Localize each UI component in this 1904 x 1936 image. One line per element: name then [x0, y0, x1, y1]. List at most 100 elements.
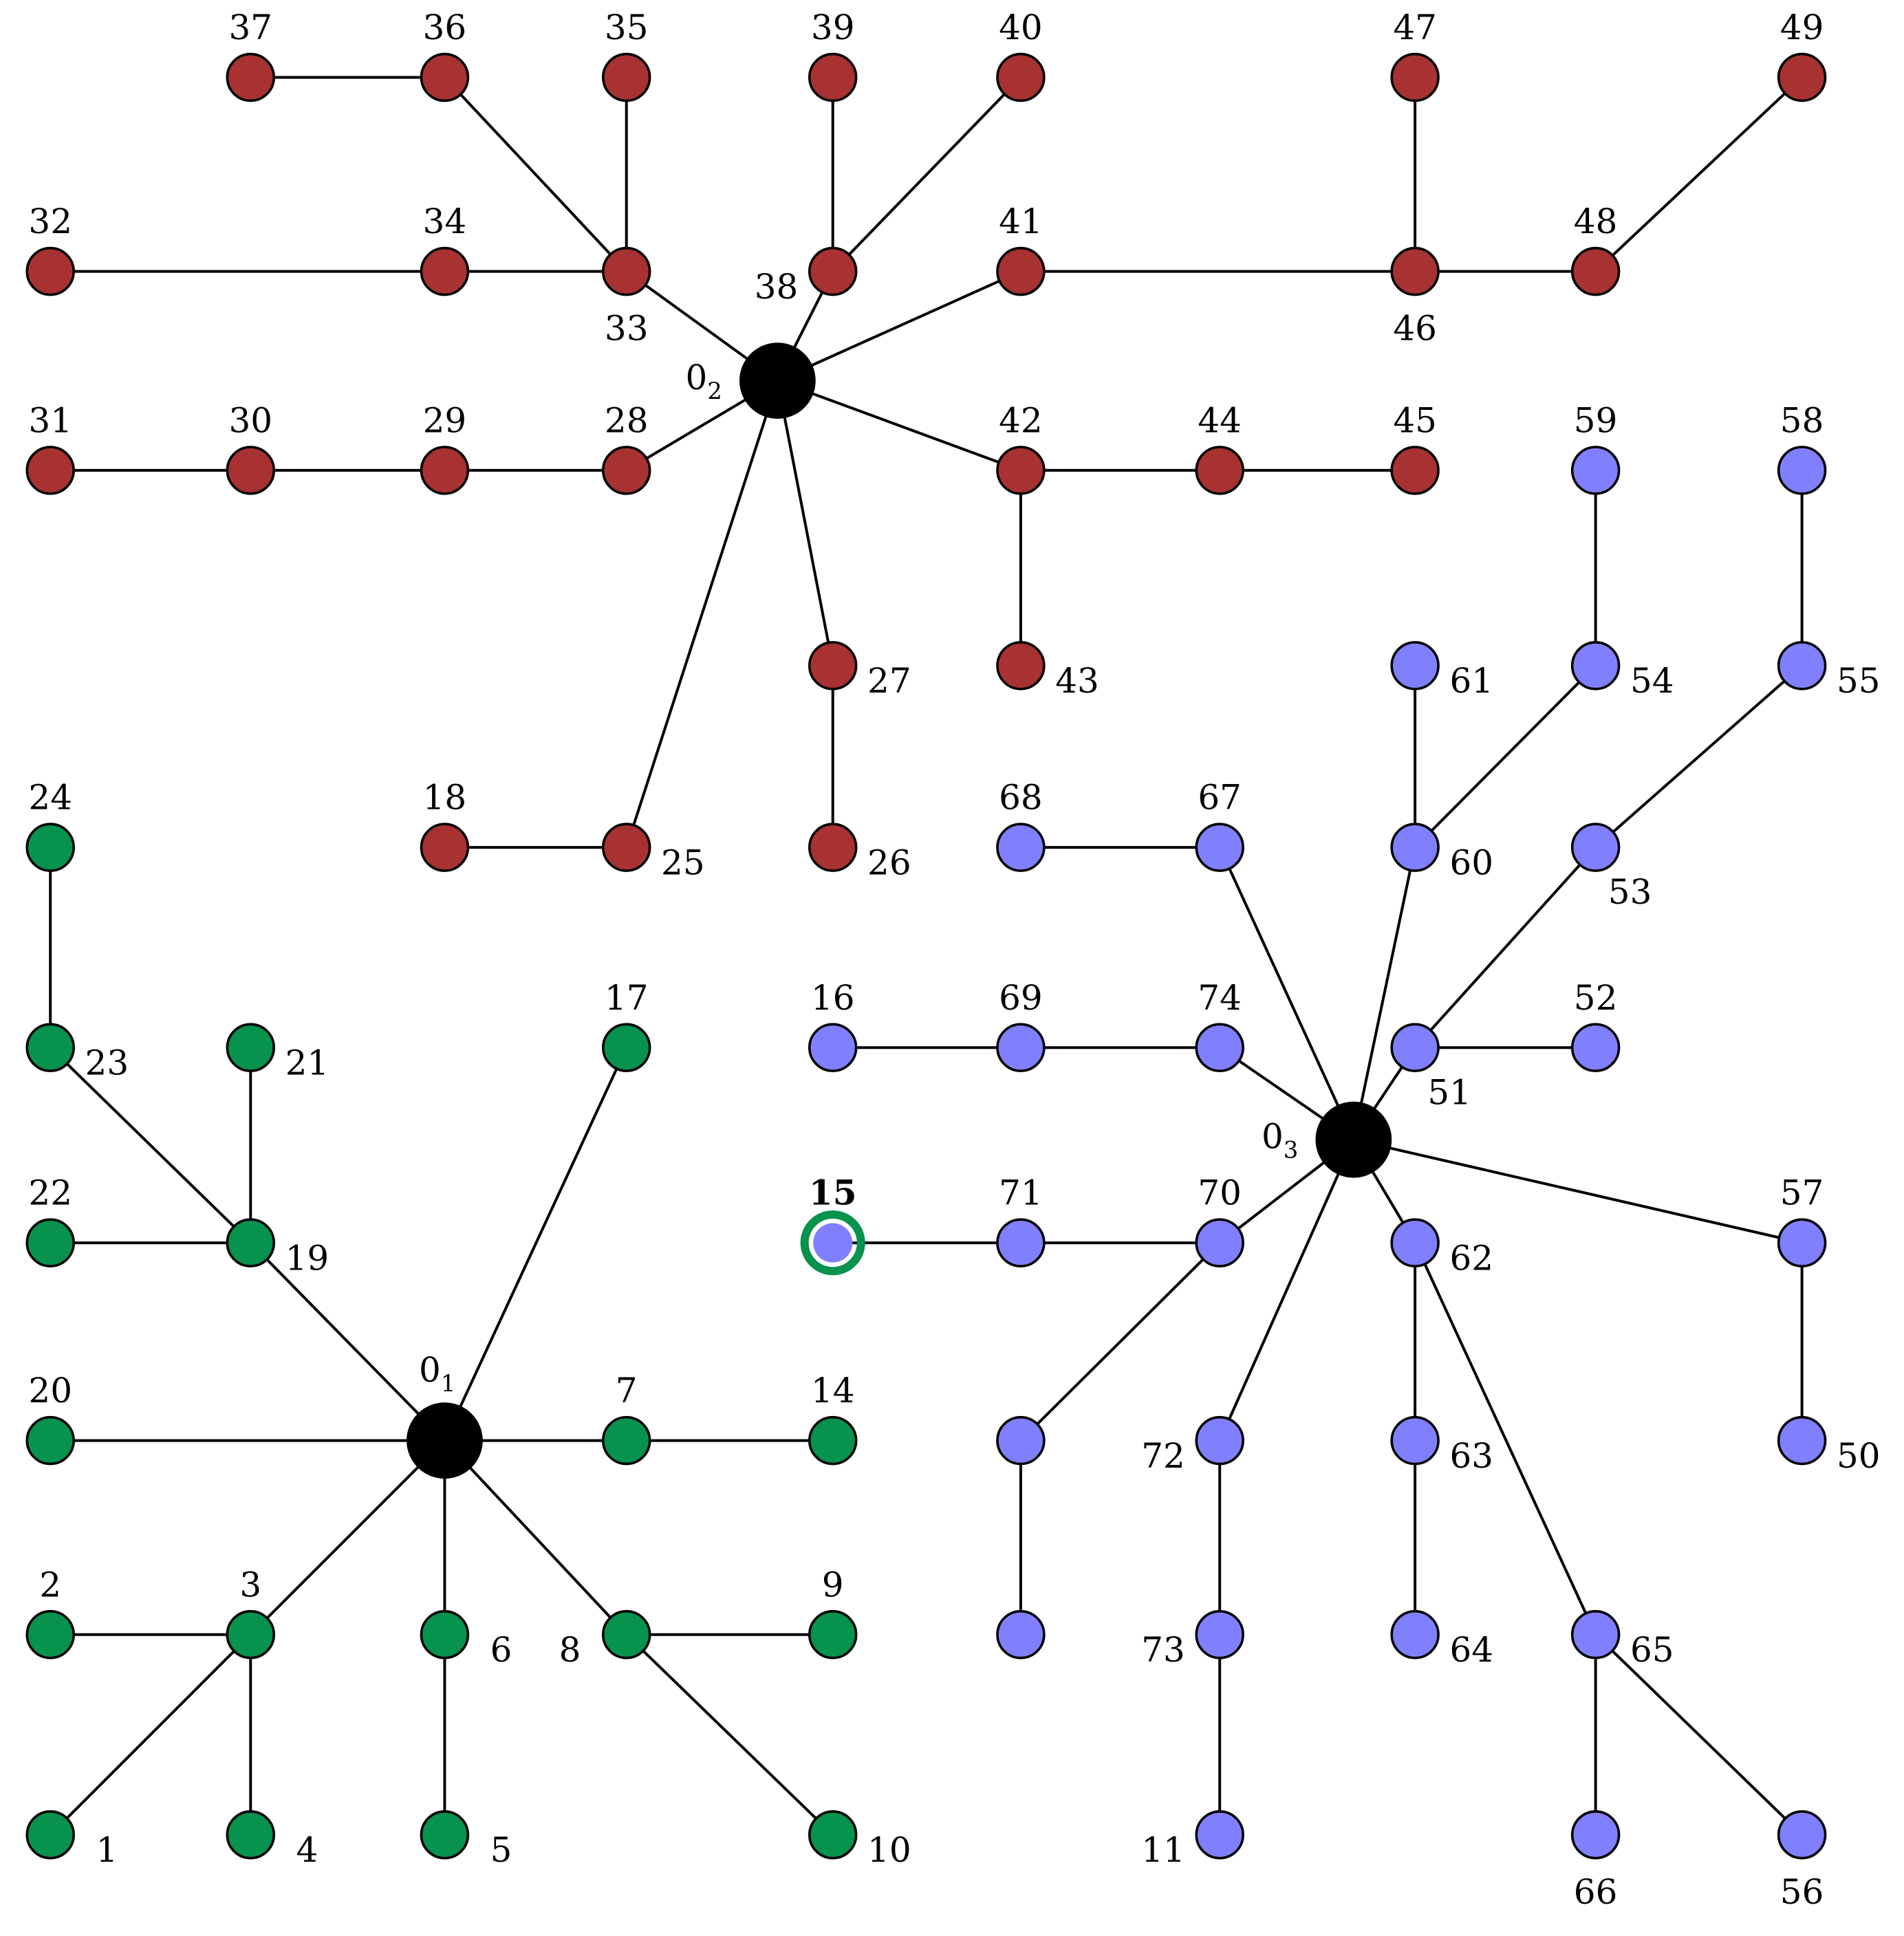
node-label: 27 — [867, 661, 911, 701]
node-label: 60 — [1449, 842, 1493, 882]
graph-node — [1570, 823, 1621, 872]
graph-node — [420, 823, 470, 872]
node-label: 53 — [1608, 872, 1652, 912]
node-label: 35 — [605, 8, 649, 47]
node-label: 19 — [285, 1238, 329, 1278]
graph-node — [1777, 1415, 1827, 1466]
node-label: 58 — [1780, 400, 1824, 440]
graph-node — [1570, 1810, 1621, 1860]
graph-node — [996, 823, 1046, 872]
edge-n62-n65 — [1414, 1242, 1597, 1635]
edge-n54-n60 — [1414, 664, 1597, 849]
node-label: 3 — [239, 1565, 261, 1605]
node-label: 55 — [1837, 661, 1881, 701]
node-label: 46 — [1393, 309, 1437, 349]
graph-node — [1390, 641, 1440, 690]
graph-node — [1570, 446, 1621, 495]
node-label: 38 — [755, 267, 799, 307]
edge-h2-n41 — [777, 270, 1021, 382]
graph-node — [601, 1023, 651, 1072]
node-label: 16 — [811, 978, 855, 1018]
node-label: 6 — [490, 1630, 512, 1670]
edge-n3-n1 — [49, 1633, 252, 1836]
node-label: 39 — [811, 8, 855, 47]
graph-node — [601, 446, 651, 495]
graph-node — [808, 1023, 858, 1072]
node-label: 4 — [296, 1830, 318, 1870]
edge-n67-h3 — [1218, 847, 1355, 1140]
graph-node — [808, 641, 858, 690]
graph-node — [25, 1218, 75, 1268]
graph-node — [996, 446, 1046, 495]
node-label: 26 — [867, 842, 911, 882]
edge-h3-n72 — [1218, 1139, 1355, 1442]
node-label: 5 — [490, 1830, 512, 1870]
node-label: 73 — [1141, 1630, 1185, 1670]
graph-node — [1570, 1023, 1621, 1072]
graph-node — [601, 1415, 651, 1466]
hub-node — [739, 342, 816, 419]
graph-node — [996, 1415, 1046, 1466]
graph-node — [420, 1810, 470, 1860]
graph-node — [25, 1415, 75, 1466]
node-label: 20 — [28, 1371, 72, 1411]
node-label: 1 — [96, 1830, 118, 1870]
graph-node — [996, 52, 1046, 102]
edge-n65-n56 — [1594, 1633, 1804, 1836]
edge-n17-h1 — [443, 1047, 628, 1442]
graph-node — [1195, 1218, 1244, 1268]
node-label: 8 — [559, 1630, 581, 1670]
graph-node — [226, 1023, 276, 1072]
node-label: 56 — [1780, 1872, 1824, 1912]
node-label: 22 — [28, 1173, 72, 1213]
node-label: 17 — [605, 978, 649, 1018]
edge-n19-h1 — [249, 1241, 446, 1442]
graph-node — [808, 823, 858, 872]
graph-node — [808, 1810, 858, 1860]
node-label: 47 — [1393, 8, 1437, 47]
graph-node — [1390, 1610, 1440, 1660]
edge-h1-n3 — [249, 1439, 446, 1636]
graph-node — [420, 246, 470, 296]
graph-node — [808, 1610, 858, 1660]
graph-node — [1195, 1023, 1244, 1072]
node-label: 41 — [999, 202, 1043, 241]
graph-node — [1390, 1415, 1440, 1466]
edge-n48-n49 — [1594, 76, 1803, 273]
hub-label: 03 — [1262, 1117, 1298, 1164]
edge-n36-n33 — [443, 76, 628, 273]
edges-layer — [49, 76, 1804, 1836]
edge-h2-n42 — [777, 379, 1021, 472]
node-label: 57 — [1780, 1173, 1824, 1213]
node-label: 25 — [661, 842, 705, 882]
node-label: 70 — [1198, 1173, 1242, 1213]
node-label: 23 — [85, 1043, 129, 1083]
graph-node — [226, 1218, 276, 1268]
node-label: 51 — [1427, 1072, 1471, 1112]
graph-node — [1777, 641, 1827, 690]
node-label: 36 — [423, 8, 467, 47]
node-label: 2 — [39, 1565, 61, 1605]
node-label: 21 — [285, 1043, 329, 1083]
node-label: 45 — [1393, 400, 1437, 440]
graph-node — [226, 446, 276, 495]
node-label: 54 — [1630, 661, 1674, 701]
highlight-ring — [800, 1210, 865, 1276]
graph-node — [226, 52, 276, 102]
graph-node — [1777, 1810, 1827, 1860]
graph-node — [996, 641, 1046, 690]
graph-node — [1195, 1810, 1244, 1860]
edge-n40-n38 — [832, 76, 1022, 273]
graph-node — [808, 52, 858, 102]
hub-label: 02 — [685, 358, 722, 405]
edge-h2-n27 — [776, 380, 834, 666]
node-label: 65 — [1630, 1630, 1674, 1670]
graph-node — [1777, 446, 1827, 495]
node-label: 68 — [999, 778, 1043, 818]
node-label: 44 — [1198, 400, 1242, 440]
node-label: 7 — [616, 1371, 638, 1411]
node-label: 28 — [605, 400, 649, 440]
graph-node — [1390, 1023, 1440, 1072]
